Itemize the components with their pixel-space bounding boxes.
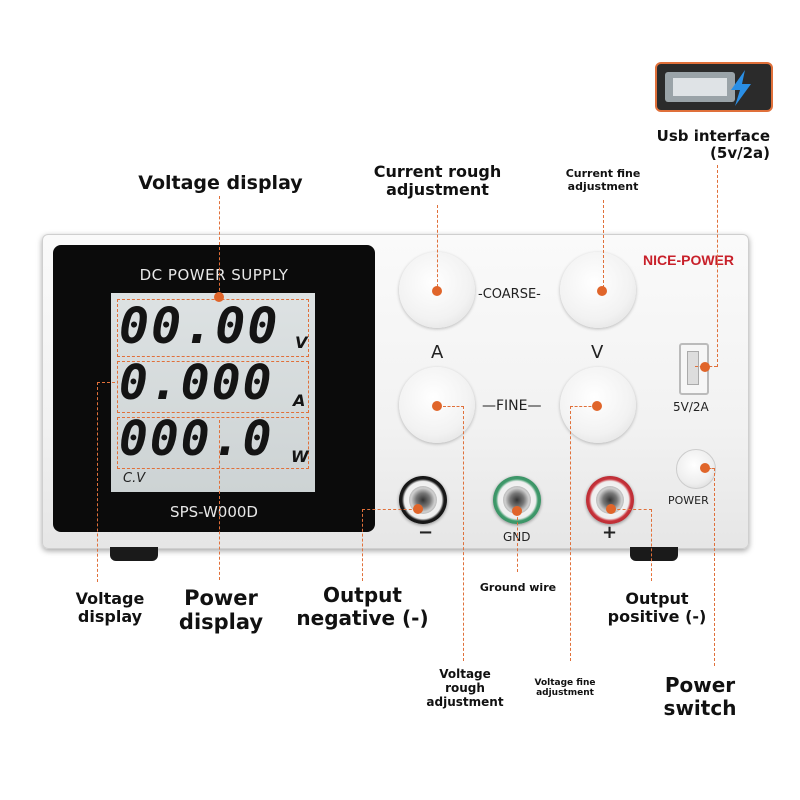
power-row-box: [117, 417, 309, 469]
current-knob-label: A: [431, 342, 444, 363]
callout-ground-wire: Ground wire: [479, 581, 557, 594]
callout-power-display: Power display: [178, 586, 264, 635]
dot-current-rough: [432, 286, 442, 296]
brand-logo: NICE-POWER: [643, 252, 734, 268]
leader-usb: [717, 165, 718, 367]
leader-voltage-display-left-v: [97, 382, 98, 582]
dot-output-positive: [606, 504, 616, 514]
voltage-readout: 00.00: [119, 297, 280, 355]
negative-terminal[interactable]: [399, 476, 447, 524]
bezel-title: DC POWER SUPPLY: [139, 266, 289, 284]
usb-bolt-icon: [731, 70, 751, 106]
callout-voltage-rough: Voltage rough adjustment: [426, 667, 504, 709]
model-label: SPS-W000D: [170, 503, 258, 521]
callout-current-rough: Current rough adjustment: [373, 162, 502, 200]
leader-current-rough: [437, 205, 438, 287]
foot-right: [630, 547, 678, 561]
mode-indicator: C.V: [123, 471, 146, 486]
current-unit: A: [293, 391, 306, 410]
power-readout: 000.0: [119, 411, 274, 467]
voltage-unit: V: [295, 333, 308, 352]
leader-output-negative: [362, 509, 417, 510]
callout-output-negative: Output negative (-): [296, 583, 429, 630]
current-readout: 0.000: [119, 355, 274, 411]
leader-output-positive-v: [651, 509, 652, 581]
fine-label: —FINE—: [482, 398, 542, 414]
callout-power-switch: Power switch: [663, 673, 737, 720]
leader-voltage-rough-v: [463, 406, 464, 661]
leader-output-negative-v: [362, 509, 363, 581]
leader-power-switch-v: [714, 468, 715, 666]
usb-thumbnail: [655, 62, 773, 112]
callout-voltage-fine: Voltage fine adjustment: [534, 678, 596, 699]
leader-current-fine: [603, 200, 604, 288]
dot-output-negative: [413, 504, 423, 514]
callout-voltage-display-top: Voltage display: [138, 172, 303, 194]
power-button-label: POWER: [668, 494, 709, 507]
leader-voltage-display-top: [219, 196, 220, 296]
leader-voltage-fine: [570, 406, 596, 407]
callout-voltage-display-left: Voltage display: [75, 589, 145, 627]
dot-voltage-rough: [432, 401, 442, 411]
power-unit: W: [291, 447, 309, 466]
dot-usb: [700, 362, 710, 372]
voltage-knob-label: V: [591, 342, 604, 363]
positive-terminal[interactable]: [586, 476, 634, 524]
positive-label: +: [602, 522, 618, 543]
leader-output-positive: [612, 509, 652, 510]
dot-voltage-fine: [592, 401, 602, 411]
current-row-box: [117, 361, 309, 413]
leader-voltage-rough: [443, 406, 464, 407]
lcd-screen: 00.00 V 0.000 A 000.0 W C.V: [111, 293, 315, 492]
dot-power-switch: [700, 463, 710, 473]
leader-voltage-display-left: [97, 382, 115, 383]
voltage-row-box: [117, 299, 309, 357]
dot-voltage-display: [214, 292, 224, 302]
leader-ground: [517, 512, 518, 572]
leader-voltage-fine-v: [570, 406, 571, 661]
callout-output-positive: Output positive (-): [607, 589, 707, 627]
dot-ground: [512, 506, 522, 516]
usb-port-label: 5V/2A: [673, 400, 709, 414]
leader-power-switch: [705, 468, 715, 469]
gnd-label: GND: [503, 530, 531, 544]
negative-label: −: [418, 522, 434, 543]
power-button-icon[interactable]: [676, 449, 716, 489]
foot-left: [110, 547, 158, 561]
callout-current-fine: Current fine adjustment: [565, 167, 641, 193]
callout-usb-interface: Usb interface (5v/2a): [656, 127, 770, 163]
coarse-label: -COARSE-: [478, 287, 541, 302]
dot-current-fine: [597, 286, 607, 296]
leader-power-display: [219, 420, 220, 580]
